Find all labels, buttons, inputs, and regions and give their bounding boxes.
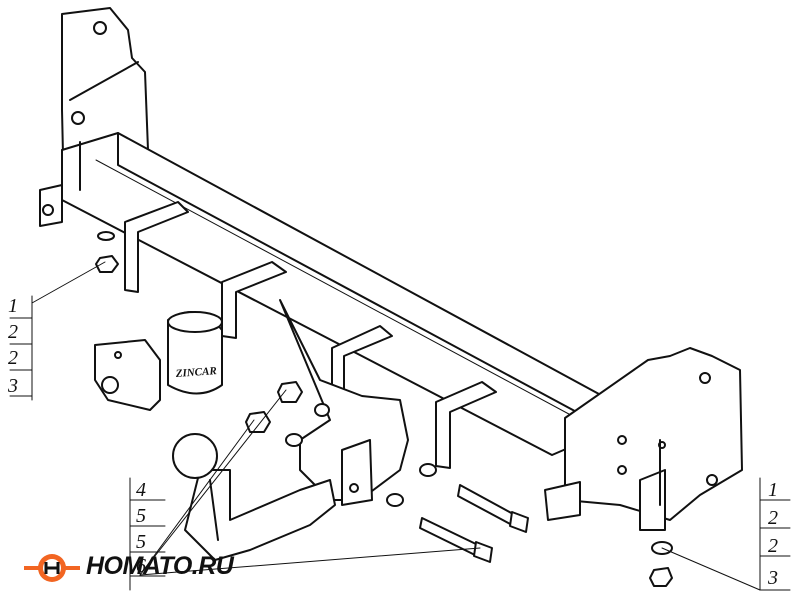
leader-lines	[31, 261, 761, 591]
callout-bottom-3: 5	[136, 531, 146, 553]
callout-left-4: 3	[7, 375, 18, 397]
callout-left-2: 2	[8, 321, 18, 343]
callout-right-2: 2	[768, 507, 778, 529]
tow-hitch-logo-icon	[24, 554, 80, 582]
callout-bottom-2: 5	[136, 505, 146, 527]
callout-left-3: 2	[8, 347, 18, 369]
right-mounting-plate	[544, 347, 743, 531]
callout-bottom-4: 6	[136, 555, 146, 577]
callout-stack-right: 1 2 2 3	[759, 477, 791, 591]
fasteners	[95, 231, 673, 587]
callout-stack-bottom: 4 5 5 6	[129, 477, 166, 591]
callout-left-1: 1	[8, 295, 18, 317]
ball-mount-housing	[279, 299, 409, 506]
ball-cap: ZINCAR	[94, 311, 223, 411]
callout-right-3: 2	[768, 535, 778, 557]
callout-right-1: 1	[768, 479, 778, 501]
callout-right-4: 3	[767, 567, 778, 589]
tow-ball-arm	[172, 433, 336, 561]
watermark: HOMATO.RU	[22, 548, 252, 588]
watermark-text: HOMATO.RU	[86, 552, 234, 580]
callout-stack-left: 1 2 2 3	[7, 295, 33, 401]
ball-cap-label: ZINCAR	[174, 365, 217, 380]
callout-bottom-1: 4	[136, 479, 146, 501]
